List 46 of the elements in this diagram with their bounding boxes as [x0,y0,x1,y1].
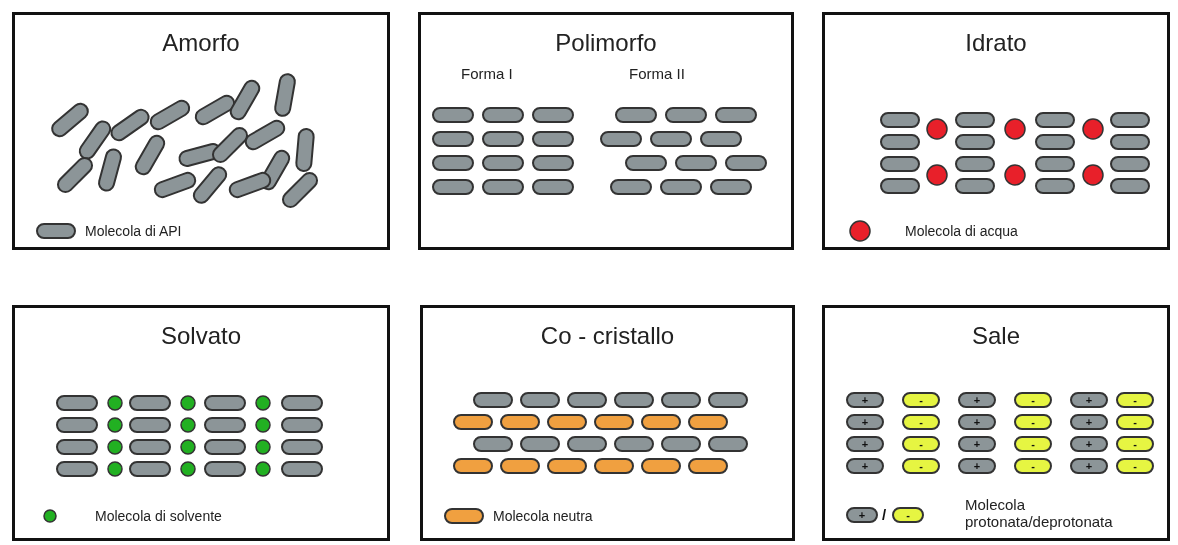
panel-title: Polimorfo [555,29,657,57]
charge-sign: - [1030,438,1036,450]
panel-box [12,305,390,541]
charge-sign: + [1084,394,1094,406]
charge-sign: + [1084,416,1094,428]
legend-text: Molecola protonata/deprotonata [965,496,1114,530]
panel-title: Solvato [160,322,242,350]
separator-text: / [880,509,888,521]
charge-sign: - [1030,416,1036,428]
panel-title: Co - cristallo [540,322,675,350]
panel-box [822,12,1170,250]
charge-sign: + [972,460,982,472]
legend-text: Molecola di acqua [905,223,1018,239]
panel-title: Amorfo [162,29,240,57]
charge-sign: + [857,509,867,521]
panel-box [822,305,1170,541]
charge-sign: + [860,438,870,450]
panel-title: Idrato [965,29,1027,57]
charge-sign: + [860,460,870,472]
charge-sign: + [972,416,982,428]
charge-sign: + [860,416,870,428]
charge-sign: + [1084,438,1094,450]
charge-sign: - [1030,460,1036,472]
charge-sign: + [1084,460,1094,472]
charge-sign: - [1132,460,1138,472]
charge-sign: - [905,509,911,521]
panel-box [420,305,795,541]
legend-text: Molecola di API [85,223,182,239]
form-label: Forma I [461,65,513,82]
charge-sign: + [972,394,982,406]
legend-text: Molecola di solvente [95,508,222,524]
panel-box [12,12,390,250]
charge-sign: - [918,438,924,450]
panel-title: Sale [971,322,1020,350]
charge-sign: - [918,416,924,428]
charge-sign: - [1132,416,1138,428]
charge-sign: - [1132,438,1138,450]
legend-text: Molecola neutra [493,508,593,524]
charge-sign: + [972,438,982,450]
charge-sign: - [1132,394,1138,406]
form-label: Forma II [629,65,685,82]
charge-sign: - [918,394,924,406]
charge-sign: + [860,394,870,406]
charge-sign: - [1030,394,1036,406]
panel-box [418,12,794,250]
charge-sign: - [918,460,924,472]
